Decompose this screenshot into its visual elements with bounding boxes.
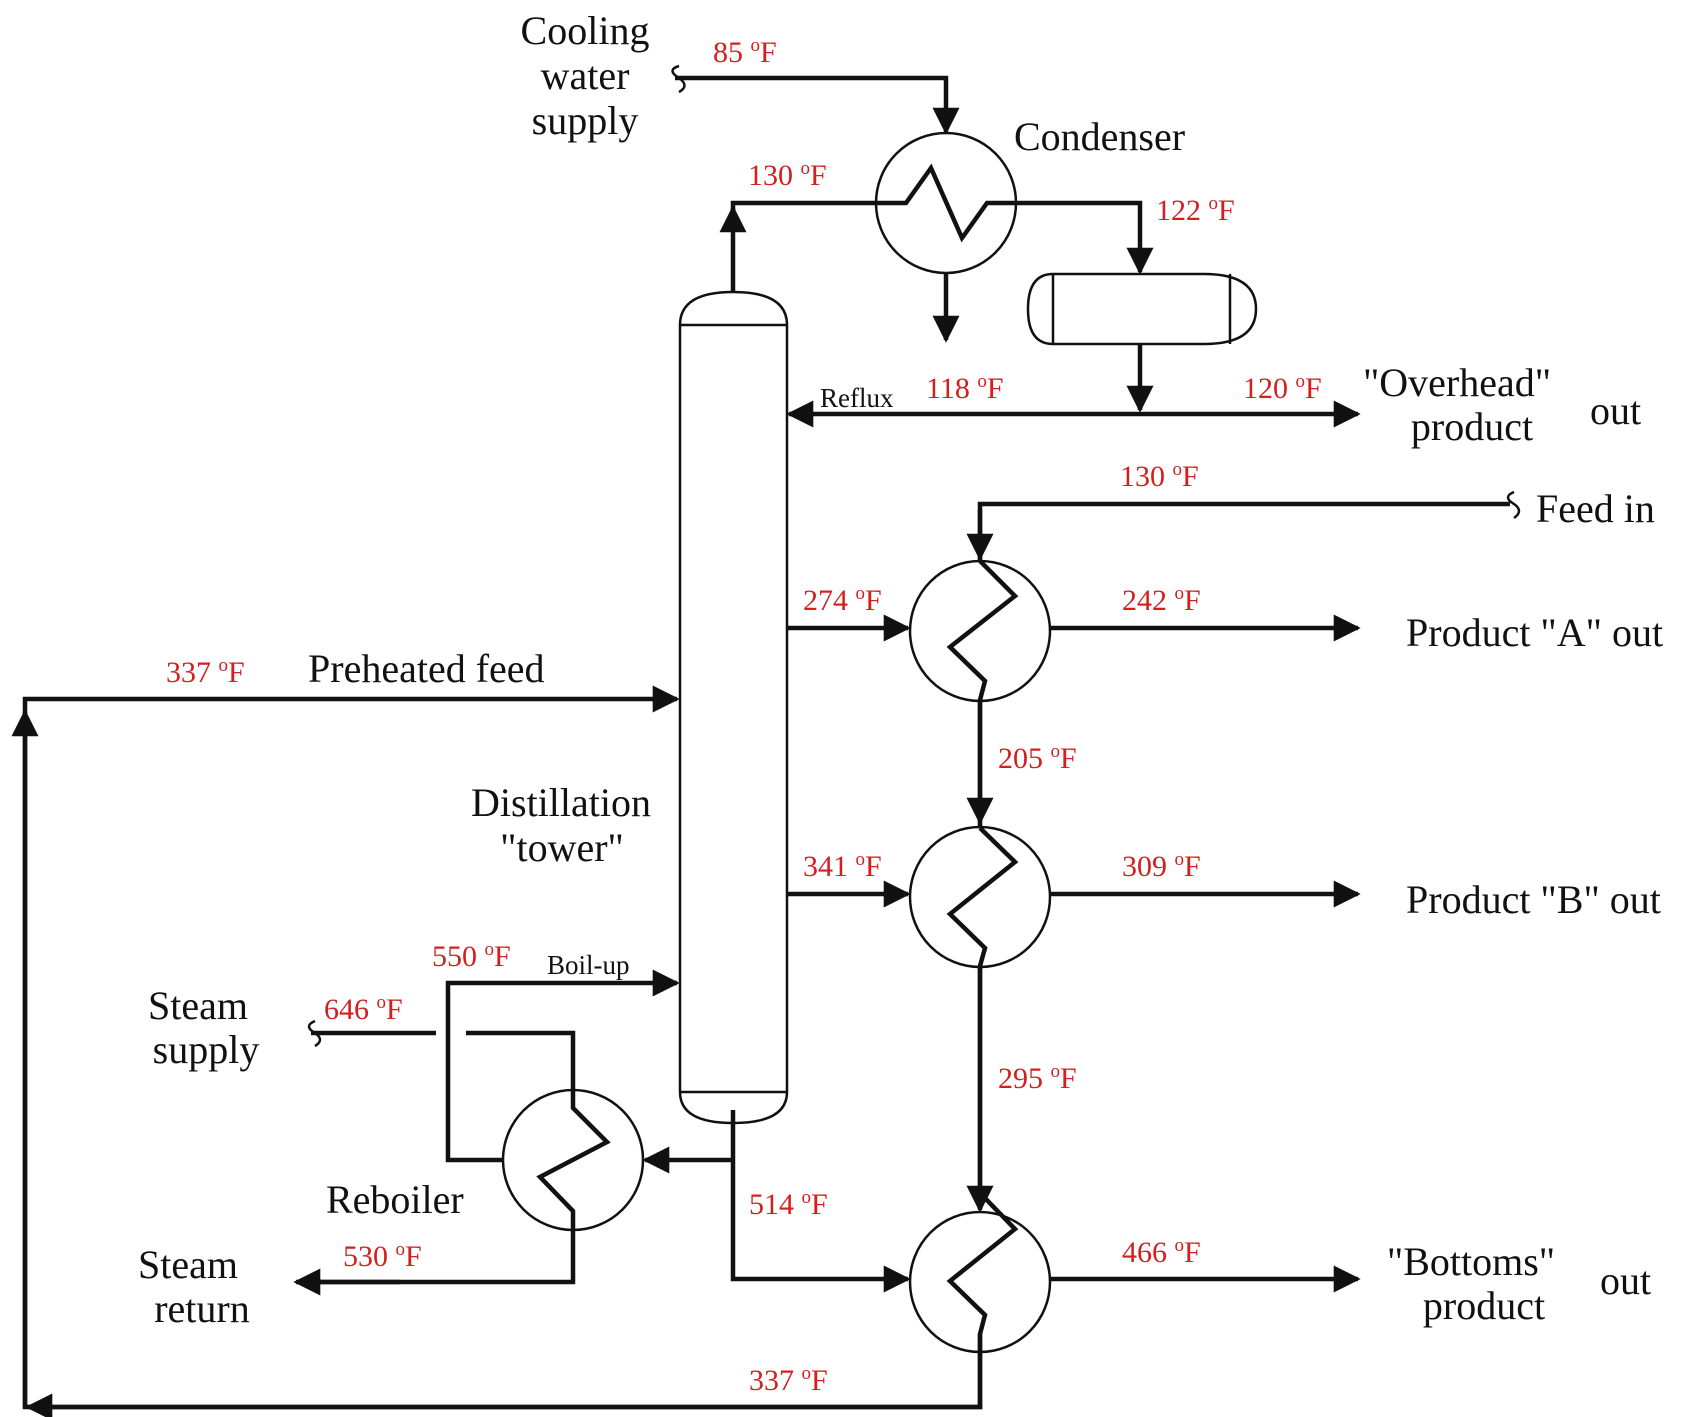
cooling-water-supply-label: Cooling water supply bbox=[521, 8, 660, 143]
bottoms-draw-line bbox=[730, 1123, 911, 1293]
steam-supply-label: Steam supply bbox=[148, 983, 259, 1072]
temp-feed-after-bottoms: 337 oF bbox=[749, 1363, 828, 1397]
condenser-exchanger bbox=[862, 131, 1018, 275]
temp-condensate-out: 122 oF bbox=[1156, 193, 1235, 227]
overhead-vapor-line bbox=[730, 200, 862, 292]
condenser-label: Condenser bbox=[1014, 114, 1185, 159]
overhead-out-label: out bbox=[1590, 388, 1641, 433]
steam-break-icon bbox=[307, 1019, 322, 1048]
temperature-labels: 85 oF 130 oF 122 oF 118 oF 120 oF 130 oF… bbox=[166, 35, 1322, 1397]
temp-overhead-product: 120 oF bbox=[1243, 371, 1322, 405]
temp-preheated-feed: 337 oF bbox=[166, 655, 245, 689]
temp-boil-up: 550 oF bbox=[432, 939, 511, 973]
bottoms-out-label: out bbox=[1600, 1258, 1651, 1303]
temp-product-b-draw: 341 oF bbox=[803, 849, 882, 883]
product-a-out-label: Product "A" out bbox=[1406, 610, 1663, 655]
temp-bottoms-draw: 514 oF bbox=[749, 1187, 828, 1221]
steam-return-label: Steam return bbox=[138, 1242, 250, 1331]
bottoms-product-label: "Bottoms" product bbox=[1387, 1239, 1565, 1328]
reboiler-label: Reboiler bbox=[326, 1177, 464, 1222]
distillation-tower-label: Distillation "tower" bbox=[471, 780, 661, 870]
boil-up-label: Boil-up bbox=[547, 950, 630, 980]
distillation-tower bbox=[678, 290, 789, 1125]
reflux-drum bbox=[1026, 272, 1258, 346]
cooling-water-supply-line bbox=[675, 75, 960, 135]
product-b-out-label: Product "B" out bbox=[1406, 877, 1661, 922]
boil-up-line bbox=[445, 969, 680, 1163]
feed-in-line bbox=[966, 501, 1510, 561]
feed-break-icon bbox=[1506, 490, 1521, 520]
reflux-label: Reflux bbox=[820, 383, 894, 413]
temp-bottoms-out: 466 oF bbox=[1122, 1235, 1201, 1269]
condensate-line bbox=[1016, 200, 1154, 275]
cooling-water-break-icon bbox=[671, 64, 686, 94]
temp-product-a-draw: 274 oF bbox=[803, 583, 882, 617]
temp-steam-supply: 646 oF bbox=[324, 992, 403, 1026]
temp-cooling-water-out: 118 oF bbox=[926, 371, 1004, 405]
temp-feed-in: 130 oF bbox=[1120, 459, 1199, 493]
temp-steam-return: 530 oF bbox=[343, 1239, 422, 1273]
temp-cooling-water-in: 85 oF bbox=[713, 35, 777, 69]
temp-feed-after-a: 205 oF bbox=[998, 741, 1077, 775]
feed-in-label: Feed in bbox=[1536, 486, 1655, 531]
temp-feed-after-b: 295 oF bbox=[998, 1061, 1077, 1095]
temp-vapor-to-condenser: 130 oF bbox=[748, 158, 827, 192]
overhead-product-label: "Overhead" product bbox=[1363, 360, 1561, 449]
temp-product-a-out: 242 oF bbox=[1122, 583, 1201, 617]
preheated-feed-label: Preheated feed bbox=[308, 646, 545, 691]
temp-product-b-out: 309 oF bbox=[1122, 849, 1201, 883]
